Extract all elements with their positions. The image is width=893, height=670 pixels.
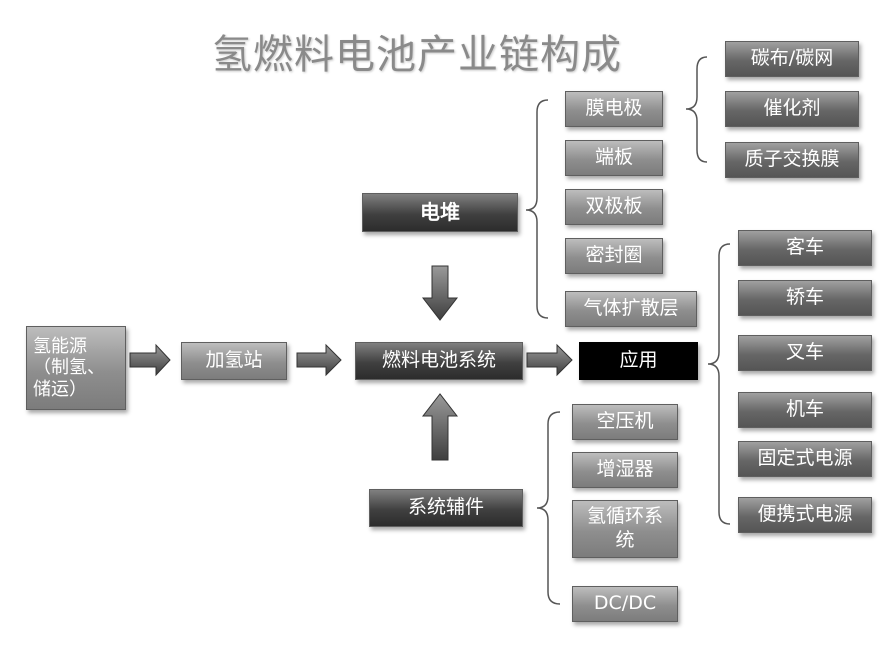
application-locomotive: 机车 [738, 392, 872, 428]
aux-part-air-compressor: 空压机 [572, 404, 678, 440]
application-item-label: 客车 [785, 236, 824, 259]
stack-part-label: 双极板 [585, 195, 643, 218]
stack-label: 电堆 [420, 200, 460, 224]
stack-box: 电堆 [362, 193, 518, 232]
hydrogen-source-label: 氢能源（制氢、储运） [33, 335, 105, 400]
application-stationary-power: 固定式电源 [738, 441, 872, 477]
stack-part-bipolar-plate: 双极板 [565, 189, 663, 225]
mea-part-label: 催化剂 [763, 97, 821, 120]
application-forklift: 叉车 [738, 335, 872, 371]
stack-part-end-plate: 端板 [565, 140, 663, 176]
application-bus: 客车 [738, 230, 872, 266]
application-item-label: 固定式电源 [757, 447, 853, 470]
application-portable-power: 便携式电源 [738, 497, 872, 533]
system-parts-label: 系统辅件 [407, 496, 484, 519]
application-item-label: 叉车 [785, 341, 824, 364]
application-item-label: 轿车 [785, 286, 824, 309]
mea-part-catalyst: 催化剂 [725, 91, 859, 127]
aux-part-label: DC/DC [593, 592, 657, 615]
arrow-source-to-station [129, 343, 171, 377]
application-item-label: 便携式电源 [757, 503, 853, 526]
arrow-system-to-application [526, 343, 573, 377]
application-car: 轿车 [738, 280, 872, 316]
fuel-cell-system-label: 燃料电池系统 [381, 349, 496, 372]
bracket-applications [707, 243, 731, 525]
stack-part-membrane-electrode: 膜电极 [565, 91, 663, 127]
arrow-stack-to-system [421, 265, 459, 321]
aux-part-label: 氢循环系统 [586, 505, 663, 551]
fuel-cell-system-box: 燃料电池系统 [355, 342, 523, 380]
stack-part-label: 端板 [594, 146, 633, 169]
stack-part-seal-ring: 密封圈 [565, 238, 663, 274]
system-parts-box: 系统辅件 [369, 489, 523, 527]
aux-part-humidifier: 增湿器 [572, 452, 678, 488]
hydrogen-station-label: 加氢站 [205, 349, 263, 372]
hydrogen-source-box: 氢能源（制氢、储运） [26, 326, 126, 410]
mea-part-carbon-cloth: 碳布/碳网 [725, 41, 859, 77]
mea-part-label: 碳布/碳网 [750, 47, 834, 70]
stack-part-gas-diffusion-layer: 气体扩散层 [565, 291, 697, 327]
stack-part-label: 气体扩散层 [583, 297, 679, 320]
hydrogen-station-box: 加氢站 [181, 342, 287, 380]
diagram-title: 氢燃料电池产业链构成 [212, 32, 622, 78]
aux-part-dcdc: DC/DC [572, 586, 678, 622]
stack-part-label: 密封圈 [585, 244, 643, 267]
bracket-mea-parts [685, 56, 708, 163]
aux-part-label: 空压机 [596, 410, 654, 433]
aux-part-label: 增湿器 [596, 458, 654, 481]
application-box: 应用 [579, 342, 698, 380]
application-item-label: 机车 [785, 398, 824, 421]
mea-part-label: 质子交换膜 [744, 148, 840, 171]
stack-part-label: 膜电极 [585, 97, 643, 120]
bracket-aux-parts [536, 411, 561, 605]
application-label: 应用 [619, 349, 658, 372]
arrow-parts-to-system [421, 393, 459, 461]
aux-part-hydrogen-recirculation: 氢循环系统 [572, 500, 678, 558]
bracket-stack-parts [525, 99, 549, 319]
mea-part-proton-exchange-membrane: 质子交换膜 [725, 142, 859, 178]
arrow-station-to-system [296, 343, 342, 377]
